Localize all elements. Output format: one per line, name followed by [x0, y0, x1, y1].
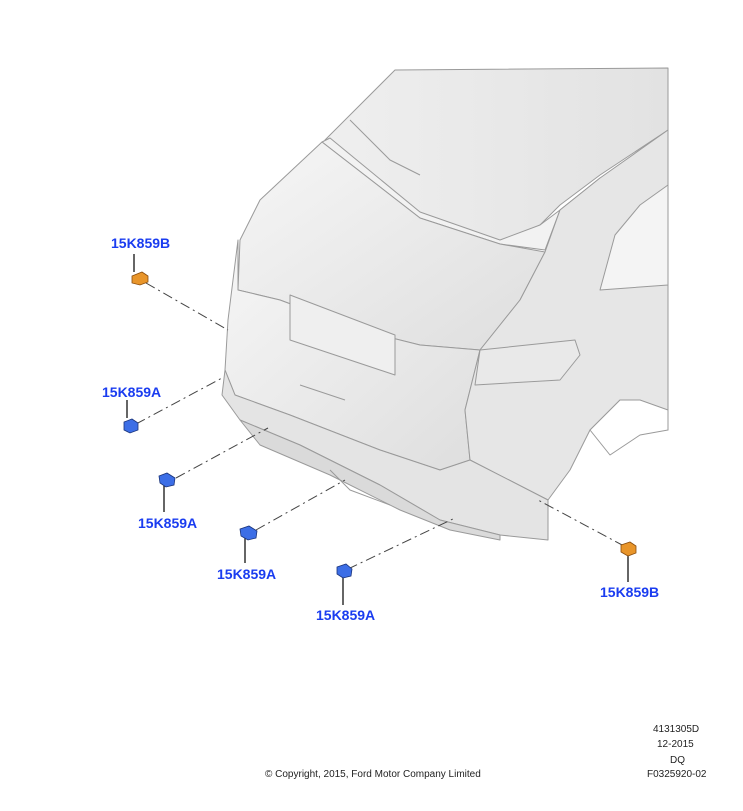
- footer-model: DQ: [670, 755, 685, 766]
- parking-sensor-icon: [158, 472, 176, 488]
- vehicle-rear-illustration: [221, 67, 669, 541]
- footer-date: 12-2015: [657, 739, 694, 750]
- leader-lines: [135, 282, 625, 570]
- sensor-15K859A-1: [123, 418, 139, 434]
- parking-sensor-icon: [131, 271, 149, 286]
- sensor-15K859A-2: [158, 472, 176, 488]
- leader-a-3: [255, 479, 346, 531]
- parking-sensor-icon: [239, 525, 258, 541]
- sensor-15K859A-4: [336, 563, 353, 579]
- wheel-arch: [589, 399, 669, 456]
- footer-code: 4131305D: [653, 724, 700, 735]
- leader-a-2: [175, 427, 269, 479]
- sensor-15K859B-left: [131, 271, 149, 286]
- parking-sensor-icon: [620, 541, 637, 557]
- leader-b-right: [537, 499, 625, 547]
- parking-sensor-icon: [123, 418, 139, 434]
- license-plate-recess: [289, 294, 396, 376]
- callout-15K859B-right[interactable]: 15K859B: [600, 584, 660, 600]
- side-window: [599, 184, 669, 291]
- callout-stems: [126, 254, 629, 605]
- sensor-15K859A-3: [239, 525, 258, 541]
- sensor-15K859B-right: [620, 541, 637, 557]
- callout-15K859A-4[interactable]: 15K859A: [316, 607, 376, 623]
- lower-diffuser: [239, 419, 501, 541]
- callout-15K859B-left[interactable]: 15K859B: [111, 235, 171, 251]
- footer-copyright: © Copyright, 2015, Ford Motor Company Li…: [265, 769, 481, 780]
- leader-b-left: [145, 282, 229, 331]
- callout-15K859A-3[interactable]: 15K859A: [217, 566, 277, 582]
- tail-lamp: [474, 339, 581, 386]
- footer-figure-id: F0325920-02: [647, 769, 707, 780]
- parking-sensor-icon: [336, 563, 353, 579]
- leader-a-4: [347, 517, 456, 570]
- callout-15K859A-2[interactable]: 15K859A: [138, 515, 198, 531]
- callout-15K859A-1[interactable]: 15K859A: [102, 384, 162, 400]
- leader-a-1: [135, 377, 223, 425]
